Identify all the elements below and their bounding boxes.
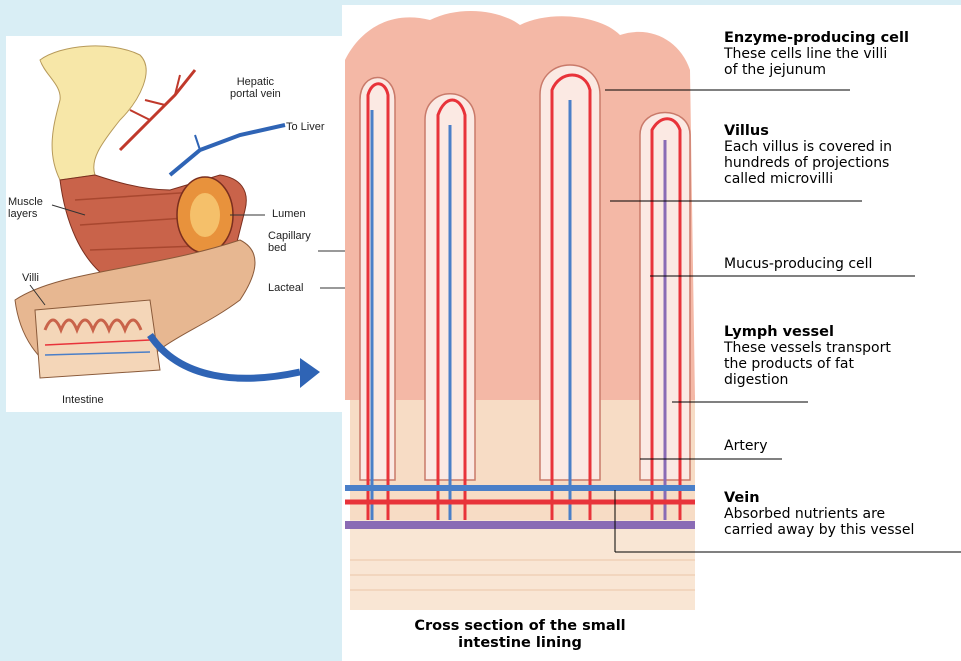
label-intestine: Intestine xyxy=(62,394,104,406)
label-to-liver: To Liver xyxy=(286,121,325,133)
label-lacteal: Lacteal xyxy=(268,282,303,294)
label-vein: Vein Absorbed nutrients are carried away… xyxy=(724,490,914,538)
intestine-tube xyxy=(15,46,255,378)
label-lymph-vessel: Lymph vessel These vessels transport the… xyxy=(724,324,891,388)
label-artery: Artery xyxy=(724,438,767,454)
label-enzyme-producing-cell: Enzyme-producing cell These cells line t… xyxy=(724,30,909,78)
diagram-caption: Cross section of the small intestine lin… xyxy=(350,618,690,652)
zoom-arrowhead xyxy=(300,358,320,388)
label-villi: Villi xyxy=(22,272,39,284)
label-mucus-producing-cell: Mucus-producing cell xyxy=(724,256,872,272)
villi-cross-section xyxy=(345,11,695,610)
label-lumen: Lumen xyxy=(272,208,306,220)
label-muscle-layers: Muscle layers xyxy=(8,196,43,220)
label-capillary-bed: Capillary bed xyxy=(268,230,311,254)
label-hepatic-portal-vein: Hepatic portal vein xyxy=(230,76,281,100)
label-villus: Villus Each villus is covered in hundred… xyxy=(724,123,892,187)
